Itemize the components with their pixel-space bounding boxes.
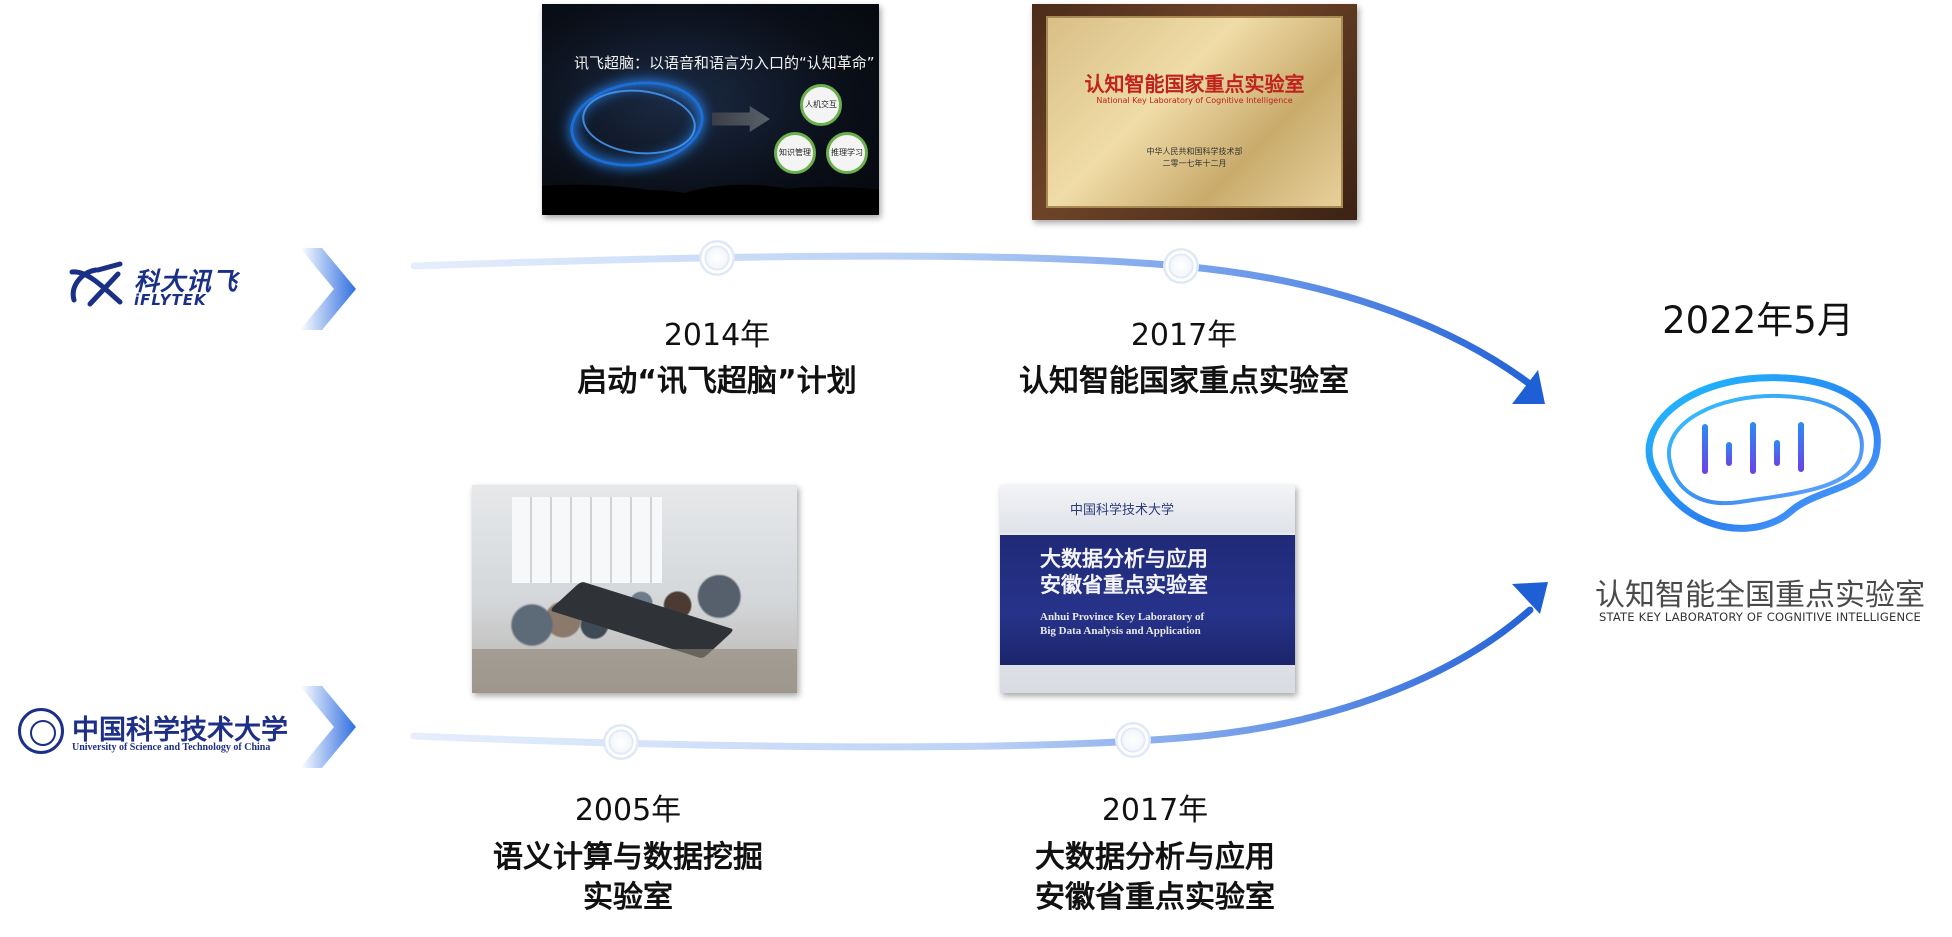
plaque-board: 认知智能国家重点实验室 National Key Laboratory of C… [1046, 16, 1343, 208]
sign-line: Anhui Province Key Laboratory of [1040, 611, 1205, 623]
milestone-2014-label: 启动“讯飞超脑”计划 [577, 364, 857, 399]
photo-2005-meeting [472, 485, 797, 693]
sign-board [1000, 535, 1295, 665]
timeline-node-2014 [699, 240, 735, 276]
ustc-logo-cn: 中国科学技术大学 [72, 715, 288, 746]
milestone-2005-year: 2005年 [574, 793, 682, 828]
top-curve [410, 252, 1539, 392]
milestone-2014-year: 2014年 [663, 318, 771, 353]
milestone-2005-label-line2: 实验室 [583, 880, 673, 915]
final-year: 2022年5月 [1662, 299, 1854, 342]
plaque-ministry: 中华人民共和国科学技术部 [1146, 147, 1243, 156]
iflytek-logo-cn: 科大讯飞 [134, 267, 239, 296]
ustc-logo: 中国科学技术大学 University of Science and Techn… [18, 702, 288, 762]
photo-2017-sign: 中国科学技术大学 大数据分析与应用 安徽省重点实验室 Anhui Provinc… [1000, 485, 1295, 693]
milestone-2017-bottom-label-line1: 大数据分析与应用 [1035, 840, 1275, 875]
arrow-icon [712, 106, 770, 132]
milestone-2017-top-label: 认知智能国家重点实验室 [1019, 364, 1349, 399]
sign-line: 安徽省重点实验室 [1040, 573, 1208, 597]
final-lab-name-en: STATE KEY LABORATORY OF COGNITIVE INTELL… [1599, 610, 1921, 624]
photo-2014-node: 人机交互 [800, 84, 842, 126]
timeline-node-2005 [603, 724, 639, 760]
plaque-title: 认知智能国家重点实验室 [1084, 72, 1305, 96]
audience-silhouettes [542, 145, 879, 215]
bottom-curve-arrowhead [1512, 582, 1548, 614]
photo-2014-title: 讯飞超脑：以语音和语言为入口的“认知革命” [574, 54, 875, 72]
photo-2014-presentation: 讯飞超脑：以语音和语言为入口的“认知革命” 人机交互 知识管理 推理学习 [542, 4, 879, 215]
iflytek-chevron-icon [300, 248, 356, 330]
sign-header: 中国科学技术大学 [1070, 503, 1175, 518]
sign-line: 大数据分析与应用 [1040, 547, 1208, 571]
milestone-2005-label-line1: 语义计算与数据挖掘 [493, 840, 763, 875]
iflytek-logo-en: iFLYTEK [134, 291, 207, 309]
ustc-chevron-icon [300, 686, 356, 768]
ustc-logo-en: University of Science and Technology of … [72, 742, 271, 753]
ustc-seal-icon [18, 708, 64, 754]
plaque-subtitle: National Key Laboratory of Cognitive Int… [1096, 96, 1293, 105]
iflytek-mark-icon [69, 261, 123, 307]
photo-2017-plaque: 认知智能国家重点实验室 National Key Laboratory of C… [1032, 4, 1357, 220]
cognitive-lab-logo-icon [1645, 374, 1881, 532]
milestone-2017-top-year: 2017年 [1130, 318, 1238, 353]
sign-line: Big Data Analysis and Application [1040, 625, 1201, 637]
timeline-node-2017-top [1163, 248, 1199, 284]
plaque-date: 二零一七年十二月 [1162, 159, 1227, 168]
timeline-node-2017-bottom [1115, 722, 1151, 758]
final-lab-name: 认知智能全国重点实验室 [1595, 578, 1925, 613]
top-curve-arrowhead [1512, 370, 1545, 404]
milestone-2017-bottom-year: 2017年 [1101, 793, 1209, 828]
milestone-2017-bottom-label-line2: 安徽省重点实验室 [1035, 880, 1275, 915]
iflytek-logo: 科大讯飞 iFLYTEK [68, 258, 243, 316]
